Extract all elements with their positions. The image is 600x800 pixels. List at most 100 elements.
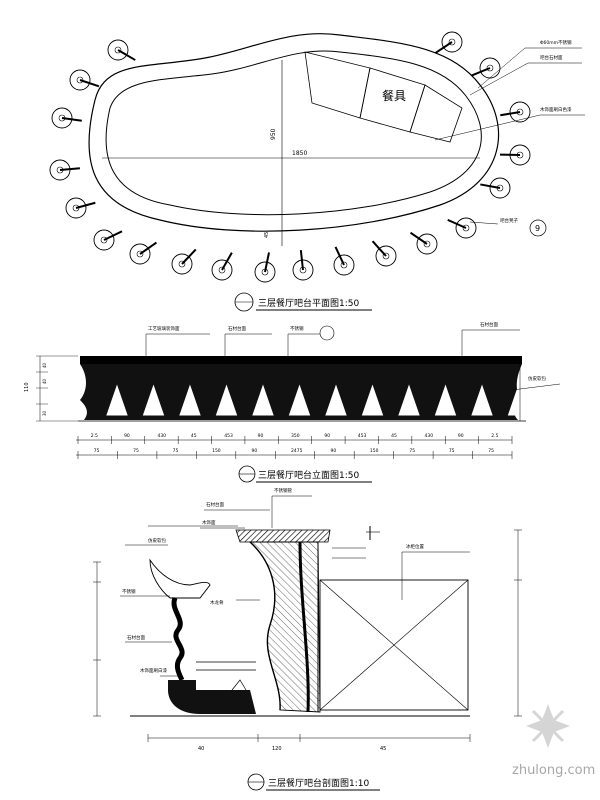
elevation-view: 110 40 40 30 工艺玻璃装饰面 石材台面 不锈钢 石材台面 仿皮软包	[24, 321, 561, 483]
bar-stool	[65, 197, 96, 219]
elev-dim-top: 45	[191, 433, 197, 439]
elev-dim-top: 90	[124, 433, 130, 439]
section-callouts-left: 仿皮软包 不锈钢 石材台面 木饰面刷白漆	[120, 537, 180, 677]
watermark-logo-icon	[526, 704, 570, 748]
bar-stool	[333, 246, 355, 276]
elevation-triangle	[325, 384, 347, 416]
elev-callout-1: 工艺玻璃装饰面	[148, 325, 180, 332]
elev-dim-top: 90	[458, 433, 464, 439]
elev-dim-top: 350	[291, 433, 300, 439]
section-view: 仿皮软包 不锈钢 石材台面 木饰面刷白漆 石材台面 木饰面 不锈钢管	[93, 487, 522, 791]
plan-callout-2: 吧台石材面	[540, 54, 563, 61]
elev-dim-bottom: 75	[449, 448, 455, 454]
sec-dim-1: 40	[198, 746, 204, 752]
section-left-dims	[93, 561, 101, 717]
elevation-title: 三层餐厅吧台立面图1:50	[258, 469, 359, 481]
elevation-triangle	[252, 384, 274, 416]
elevation-triangle	[507, 384, 530, 416]
sec-callout-t1: 石材台面	[206, 501, 224, 508]
elevation-callouts: 工艺玻璃装饰面 石材台面 不锈钢 石材台面 仿皮软包	[145, 321, 561, 391]
height-dim-4: 30	[42, 410, 47, 416]
stool-group	[49, 31, 531, 283]
elevation-height-dims: 110 40 40 30	[24, 355, 78, 422]
section-title: 三层餐厅吧台剖面图1:10	[268, 777, 369, 789]
plan-callouts: Φ60mm不锈钢 吧台石材面 木饰面刷白色漆 吧台凳子 9	[434, 39, 585, 237]
sec-callout-l2: 不锈钢	[122, 588, 136, 595]
sec-dim-3: 45	[380, 746, 386, 752]
sec-callout-r1: 冰柜位置	[406, 543, 424, 550]
elev-dim-top: 453	[358, 433, 367, 439]
elevation-triangles	[106, 384, 530, 416]
bar-stool	[371, 240, 397, 267]
sec-callout-l4: 木饰面刷白漆	[140, 667, 167, 674]
bar-inner-outline	[105, 50, 482, 216]
elevation-triangle	[361, 384, 384, 416]
sec-callout-t2: 木饰面	[202, 519, 216, 526]
bar-stool	[292, 250, 314, 281]
elev-dim-top: 453	[224, 433, 233, 439]
elev-callout-2: 石材台面	[228, 325, 246, 332]
section-title-block: 三层餐厅吧台剖面图1:10	[247, 773, 380, 791]
elev-callout-right-2: 仿皮软包	[528, 375, 546, 382]
bar-stool	[447, 217, 477, 239]
cabinet-label: 餐具	[382, 88, 406, 103]
bar-stool	[129, 241, 158, 265]
plan-dim-small: 45	[264, 232, 270, 238]
bar-stool	[51, 107, 82, 129]
elev-dim-bottom: 150	[370, 448, 379, 454]
sec-callout-r2: 木龙骨	[210, 599, 224, 606]
elev-dim-bottom: 75	[133, 448, 139, 454]
bar-stool	[211, 252, 233, 281]
elev-callout-right-1: 石材台面	[480, 321, 498, 328]
elev-dim-top: 90	[258, 433, 264, 439]
elevation-triangle	[142, 384, 165, 416]
bar-stool	[171, 248, 197, 275]
plan-view: 1850 950 45 餐具 Φ60mm不锈钢 吧台石材面 木饰面刷白色漆 吧台…	[49, 31, 585, 312]
plan-callout-4: 吧台凳子	[500, 217, 518, 224]
elev-dim-bottom: 75	[488, 448, 494, 454]
sec-dim-2: 120	[272, 746, 282, 752]
elev-dim-top: 2.5	[491, 433, 498, 439]
elevation-title-block: 三层餐厅吧台立面图1:50	[238, 465, 372, 483]
section-curved-body	[248, 541, 321, 713]
bar-stool	[93, 229, 123, 251]
stool-tag: 9	[535, 224, 540, 233]
section-callouts-top: 石材台面 木饰面 不锈钢管	[200, 487, 380, 559]
section-countertop	[235, 529, 331, 543]
elev-dim-top: 430	[425, 433, 434, 439]
bar-stool	[480, 177, 511, 199]
sec-callout-l1: 仿皮软包	[148, 537, 166, 544]
elev-dim-bottom: 75	[94, 448, 100, 454]
plan-dim-length: 1850	[292, 150, 307, 157]
bar-stool	[254, 252, 276, 283]
plan-dim-width: 950	[270, 128, 277, 140]
watermark-text: zhulong.com	[512, 763, 595, 778]
bar-outer-outline	[88, 33, 500, 232]
elevation-triangle	[398, 384, 420, 416]
elev-dim-top: 45	[391, 433, 397, 439]
elev-dim-top: 90	[324, 433, 330, 439]
bar-stool	[471, 57, 501, 79]
elev-dim-top: 430	[157, 433, 166, 439]
stool-tag-circle	[529, 219, 547, 237]
elev-dim-bottom: 150	[212, 448, 221, 454]
elev-dim-bottom: 90	[252, 448, 258, 454]
section-bottom-dims: 40 120 45	[147, 525, 471, 752]
sec-callout-t3: 不锈钢管	[274, 487, 292, 494]
elev-dim-top: 2.5	[91, 433, 98, 439]
watermark: zhulong.com	[512, 704, 595, 778]
elev-dim-bottom: 75	[173, 448, 179, 454]
elevation-triangle	[179, 384, 201, 416]
height-dim-2: 40	[42, 362, 47, 368]
plan-callout-3: 木饰面刷白色漆	[540, 106, 572, 113]
bar-stool	[69, 69, 100, 91]
bar-stool	[409, 231, 438, 255]
plan-callout-1: Φ60mm不锈钢	[540, 39, 572, 46]
plan-title: 三层餐厅吧台平面图1:50	[258, 297, 359, 309]
elevation-triangle	[215, 384, 238, 416]
height-dim-3: 40	[42, 378, 47, 384]
elev-callout-3: 不锈钢	[290, 325, 304, 332]
elevation-triangle	[106, 384, 128, 416]
bar-stool	[107, 39, 136, 61]
